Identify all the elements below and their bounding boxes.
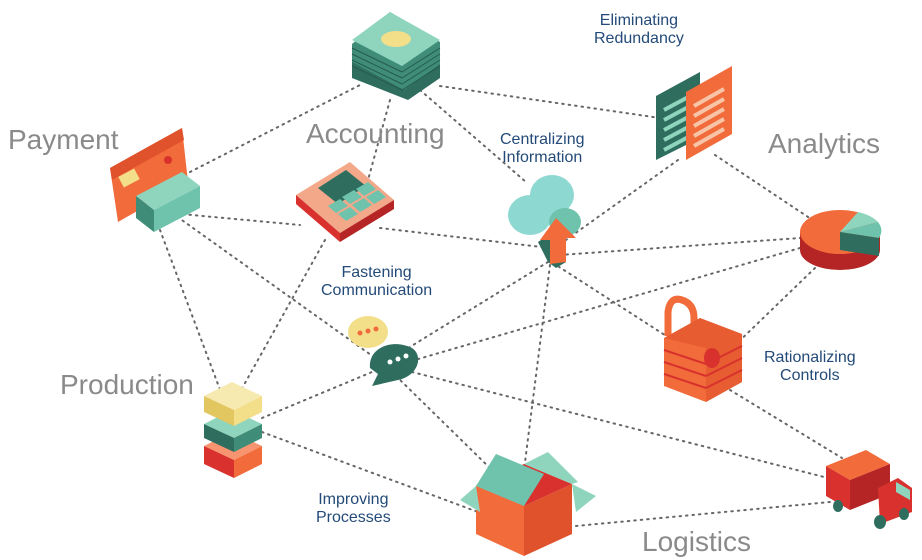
money-stack-icon <box>351 12 441 100</box>
label-logistics: Logistics <box>642 526 751 557</box>
label-rationalizing-line1: Rationalizing <box>764 349 856 366</box>
link-money-documents <box>439 85 661 119</box>
credit-card-icon <box>110 128 200 232</box>
link-documents-pie <box>714 154 821 226</box>
documents-icon <box>656 66 732 160</box>
calculator-icon <box>296 162 394 242</box>
link-accounting-cloud <box>379 227 551 249</box>
open-box-icon <box>460 452 596 556</box>
label-centralizing-line2: Information <box>502 149 583 167</box>
label-fastening-line2: Communication <box>321 282 433 300</box>
link-chat-box <box>395 375 497 475</box>
padlock-icon <box>663 295 743 402</box>
link-lock-truck <box>729 389 843 459</box>
label-rationalizing-line2: Controls <box>780 367 840 385</box>
link-accounting-production <box>239 239 326 393</box>
stacked-blocks-icon <box>204 382 262 478</box>
link-money-accounting <box>367 99 391 181</box>
link-production-box <box>261 431 479 513</box>
link-payment-money <box>189 84 361 173</box>
link-production-chat <box>261 371 373 419</box>
pie-chart-icon <box>800 210 882 270</box>
label-improving-line1: Improving <box>318 491 389 508</box>
chat-bubbles-icon <box>348 316 419 386</box>
label-payment: Payment <box>8 124 119 155</box>
label-fastening-line1: Fastening <box>341 264 412 281</box>
cloud-upload-icon <box>508 175 581 268</box>
link-documents-cloud <box>555 159 679 248</box>
label-eliminating-line1: Eliminating <box>599 12 679 29</box>
label-improving-processes: Improving Processes <box>316 491 391 528</box>
link-payment-accounting <box>169 212 301 226</box>
label-rationalizing-controls: Rationalizing Controls <box>764 349 856 386</box>
link-cloud-box <box>523 264 551 471</box>
label-fastening-communication: Fastening Communication <box>321 264 432 301</box>
label-eliminating-redundancy: Eliminating Redundancy <box>594 12 684 49</box>
label-improving-line2: Processes <box>316 509 391 527</box>
link-cloud-pie <box>559 237 801 256</box>
link-cloud-chat <box>404 261 549 351</box>
label-production: Production <box>60 369 194 400</box>
link-pie-lock <box>727 267 816 353</box>
link-chat-truck <box>411 371 829 479</box>
link-pie-chat <box>407 247 801 363</box>
label-analytics: Analytics <box>768 128 881 159</box>
label-centralizing-line1: Centralizing <box>500 131 585 148</box>
link-cloud-lock <box>552 262 689 351</box>
label-eliminating-line2: Redundancy <box>594 30 684 48</box>
truck-icon <box>826 450 912 529</box>
link-money-cloud <box>419 89 527 183</box>
label-accounting: Accounting <box>306 118 445 149</box>
label-centralizing-information: Centralizing Information <box>500 131 584 168</box>
